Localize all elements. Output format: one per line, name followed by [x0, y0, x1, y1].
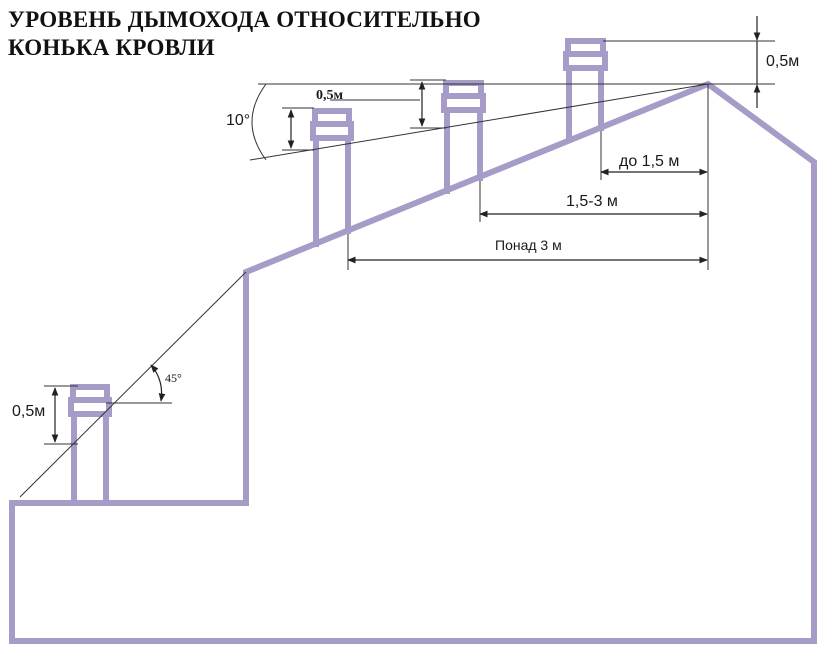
- label-ridge-angle: 10°: [226, 112, 250, 129]
- chimney-lower: [68, 384, 112, 503]
- title-line-1: УРОВЕНЬ ДЫМОХОДА ОТНОСИТЕЛЬНО: [8, 7, 481, 32]
- label-lower-chimney-height: 0,5м: [12, 403, 45, 420]
- title-line-2: КОНЬКА КРОВЛИ: [8, 35, 215, 60]
- label-distance-up-to-1-5: до 1,5 м: [619, 153, 679, 170]
- label-chimney-near-height: 0,5м: [316, 88, 344, 103]
- label-ridge-height: 0,5м: [766, 53, 799, 70]
- chimney-far: [310, 108, 354, 247]
- label-distance-over-3: Понад 3 м: [495, 237, 562, 253]
- label-distance-1-5-to-3: 1,5-3 м: [566, 193, 618, 210]
- dimension-arrows: [51, 16, 761, 443]
- chimney-middle: [441, 80, 486, 194]
- label-lower-angle: 45°: [165, 371, 182, 385]
- chimney-near: [563, 38, 608, 143]
- guide-lines: [19, 40, 775, 498]
- house-outline: [9, 80, 817, 644]
